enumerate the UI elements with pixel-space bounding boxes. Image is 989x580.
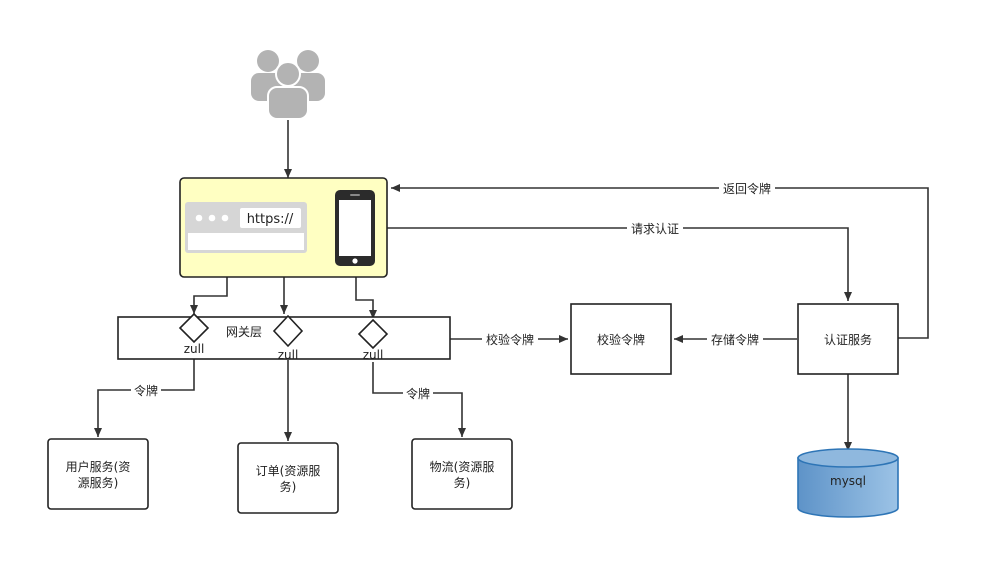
- zuul-label-1: zull: [184, 342, 205, 356]
- label-token-logistics: 令牌: [406, 386, 430, 401]
- gateway-label: 网关层: [226, 325, 262, 339]
- edge-labels: 返回令牌 请求认证 校验令牌 存储令牌 令牌 令牌: [131, 181, 775, 401]
- label-token-user: 令牌: [134, 383, 158, 398]
- verify-token-label: 校验令牌: [597, 332, 645, 347]
- label-store-token: 存储令牌: [711, 332, 759, 347]
- zuul-label-2: zull: [278, 348, 299, 362]
- auth-service-label: 认证服务: [824, 332, 872, 347]
- edge-request-auth: [387, 227, 852, 301]
- order-service-label-line2: 务): [280, 479, 297, 494]
- verify-token-box: 校验令牌: [570, 303, 672, 375]
- client-box: https://: [179, 177, 388, 278]
- logistics-service-label-line2: 务): [454, 475, 471, 490]
- logistics-service-box: 物流(资源服 务): [411, 438, 513, 510]
- edge-client-to-router-3: [355, 277, 377, 319]
- browser-window-icon: https://: [185, 202, 307, 253]
- zuul-router-2: zull: [272, 314, 304, 362]
- users-group-icon: [251, 50, 325, 120]
- mysql-database: mysql: [797, 448, 899, 518]
- zuul-label-3: zull: [363, 348, 384, 362]
- user-service-label-line2: 源服务): [78, 475, 119, 490]
- gateway-layer: 网关层 zull zull zull: [117, 312, 451, 362]
- label-verify-token-edge: 校验令牌: [486, 332, 534, 347]
- user-service-box: 用户服务(资 源服务): [47, 438, 149, 510]
- logistics-service-label-line1: 物流(资源服: [430, 460, 495, 474]
- edge-client-to-router-1: [190, 277, 228, 314]
- zuul-router-3: zull: [357, 318, 389, 362]
- auth-service-box: 认证服务: [797, 303, 899, 375]
- mysql-label: mysql: [830, 474, 866, 488]
- user-service-label-line1: 用户服务(资: [66, 459, 131, 474]
- browser-url-text: https://: [247, 212, 294, 227]
- label-request-auth: 请求认证: [631, 222, 679, 236]
- zuul-router-1: zull: [178, 312, 210, 356]
- order-service-box: 订单(资源服 务): [237, 442, 339, 514]
- smartphone-icon: [335, 190, 375, 266]
- edge-return-token: [391, 184, 929, 339]
- order-service-label-line1: 订单(资源服: [256, 464, 321, 478]
- edges: [94, 120, 929, 451]
- label-return-token: 返回令牌: [723, 181, 771, 196]
